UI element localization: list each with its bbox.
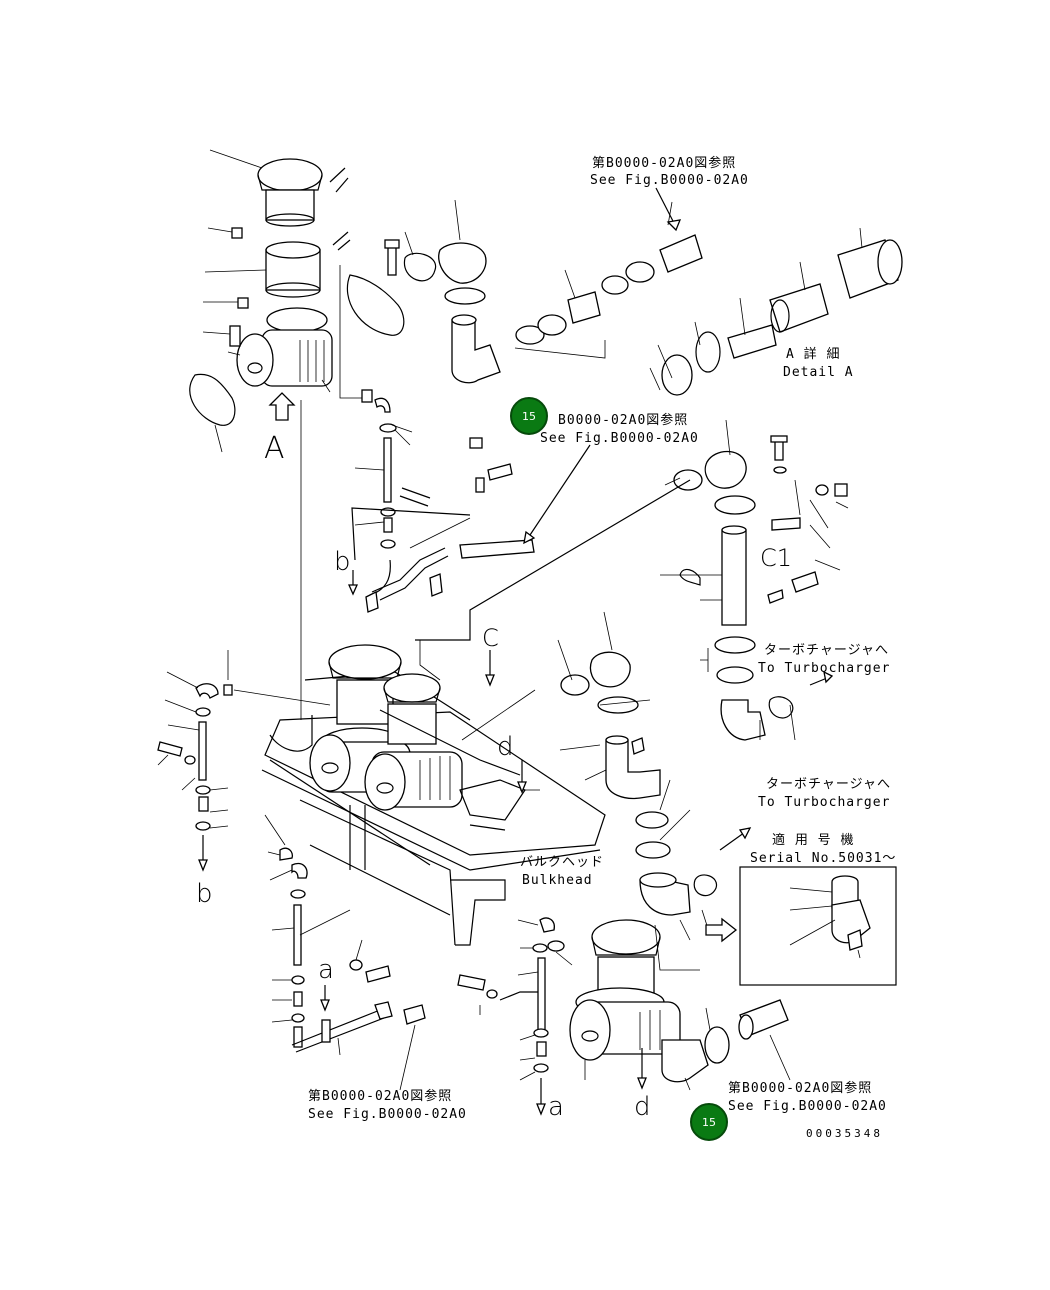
left-fittings-column xyxy=(157,650,331,872)
letter-a-upper: a xyxy=(318,955,334,985)
reference-leaders xyxy=(347,187,691,794)
right-middle-pipe-assembly xyxy=(660,419,849,741)
letter-d-upper: d xyxy=(497,732,514,762)
callout-badge-upper-label: 15 xyxy=(522,410,536,423)
twin-air-cleaner-assembly xyxy=(261,400,606,946)
turbo-2-en: To Turbocharger xyxy=(758,795,890,810)
turbo-1-jp: ターボチャージャへ xyxy=(764,643,889,658)
ref-mid-jp: B0000-02A0図参照 xyxy=(558,412,688,428)
detail-a-group xyxy=(649,227,903,396)
lower-left-pipes xyxy=(264,814,426,1091)
callout-badge-upper[interactable]: 15 xyxy=(510,397,548,435)
serial-jp: 適 用 号 機 xyxy=(772,832,854,848)
serial-en: Serial No.50031～ xyxy=(750,851,896,866)
ref-bottom-left-jp: 第B0000-02A0図参照 xyxy=(308,1088,452,1104)
ref-bottom-right-en: See Fig.B0000-02A0 xyxy=(728,1099,887,1114)
text-labels: 第B0000-02A0図参照 See Fig.B0000-02A0 B0000-… xyxy=(196,155,896,1140)
bulkhead-jp: バルクヘッド xyxy=(520,855,604,870)
turbo-2-jp: ターボチャージャへ xyxy=(766,777,891,792)
bulkhead-en: Bulkhead xyxy=(522,873,593,888)
serial-inset xyxy=(705,866,897,986)
upper-center-hoses xyxy=(346,199,703,384)
upper-left-air-cleaner-exploded xyxy=(189,149,351,453)
letter-d-lower: d xyxy=(634,1092,651,1122)
callout-badge-lower[interactable]: 15 xyxy=(690,1103,728,1141)
letter-a-view: A xyxy=(264,431,285,466)
letter-c: C xyxy=(482,624,499,652)
lower-right-air-cleaner xyxy=(457,917,791,1116)
letter-c1: C1 xyxy=(760,544,792,572)
callout-badge-lower-label: 15 xyxy=(702,1116,716,1129)
ref-bottom-right-jp: 第B0000-02A0図参照 xyxy=(728,1080,872,1096)
ref-mid-en: See Fig.B0000-02A0 xyxy=(540,431,699,446)
drawing-number: 00035348 xyxy=(806,1127,883,1140)
detail-a-jp: A 詳 細 xyxy=(786,346,840,362)
ref-bottom-left-en: See Fig.B0000-02A0 xyxy=(308,1107,467,1122)
ref-top-en: See Fig.B0000-02A0 xyxy=(590,173,749,188)
letter-a-lower: a xyxy=(548,1092,564,1122)
ref-top-jp: 第B0000-02A0図参照 xyxy=(592,155,736,171)
right-center-elbows xyxy=(461,611,752,941)
letter-b-upper: b xyxy=(334,547,351,577)
turbo-1-en: To Turbocharger xyxy=(758,661,890,676)
middle-pipes-and-fittings xyxy=(339,265,535,613)
letter-b-lower: b xyxy=(196,879,213,909)
detail-a-en: Detail A xyxy=(783,365,854,380)
